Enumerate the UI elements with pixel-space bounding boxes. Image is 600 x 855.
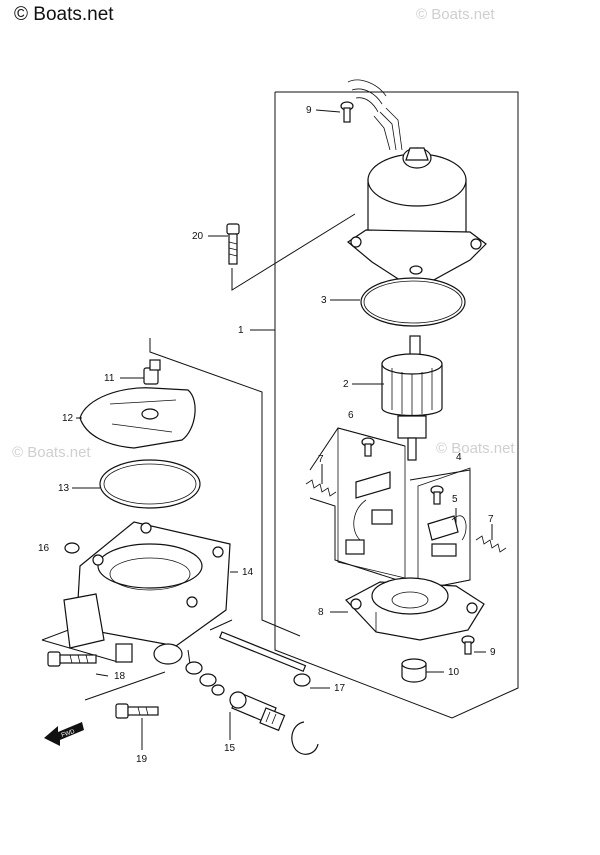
callout-12: 12 <box>62 413 74 424</box>
watermark-faint-top-right: © Boats.net <box>416 6 495 23</box>
part-o-ring-13 <box>99 459 201 509</box>
part-pump-housing-14 <box>63 521 231 665</box>
part-brush-holder-6 <box>337 427 406 579</box>
part-circlip <box>291 721 319 755</box>
callout-4: 4 <box>456 452 462 463</box>
fwd-label: FWD <box>61 729 76 739</box>
callout-18: 18 <box>114 671 126 682</box>
callout-20: 20 <box>192 231 204 242</box>
part-spring-7-right <box>475 535 507 553</box>
part-bolt-20 <box>226 223 240 265</box>
part-screw-9-top <box>340 101 354 123</box>
watermark-faint-mid-left: © Boats.net <box>12 444 91 461</box>
watermark-copyright: © Boats.net <box>14 4 114 25</box>
callout-numbers: 1 2 3 4 5 6 7 7 8 9 9 10 11 12 13 14 15 … <box>38 105 496 765</box>
callout-13: 13 <box>58 483 70 494</box>
callout-5: 5 <box>452 494 458 505</box>
callout-3: 3 <box>321 295 327 306</box>
fwd-arrow-icon: FWD <box>44 722 84 746</box>
part-cover-plate-12 <box>79 387 196 449</box>
part-screw-9-bottom <box>461 635 475 655</box>
callout-19: 19 <box>136 754 148 765</box>
callout-16: 16 <box>38 543 50 554</box>
callout-11: 11 <box>104 373 115 384</box>
part-spring-7-left <box>305 479 337 497</box>
callout-6: 6 <box>348 410 354 421</box>
part-bolt-18 <box>47 651 97 667</box>
callout-17: 17 <box>334 683 346 694</box>
callout-8: 8 <box>318 607 324 618</box>
part-bolt-19 <box>115 703 159 719</box>
part-bushing-10 <box>401 658 427 683</box>
part-armature-2 <box>381 335 443 461</box>
callout-1: 1 <box>238 325 244 336</box>
part-brush-plate-4 <box>417 467 471 591</box>
part-ring-16 <box>64 542 80 554</box>
callout-14: 14 <box>242 567 254 578</box>
callout-10: 10 <box>448 667 460 678</box>
callout-7-right: 7 <box>488 514 494 525</box>
callout-7-left: 7 <box>318 454 324 465</box>
part-o-ring-3 <box>360 277 466 327</box>
callout-9-top: 9 <box>306 105 312 116</box>
part-end-cap-8 <box>345 577 485 641</box>
callout-2: 2 <box>343 379 349 390</box>
part-clip-11 <box>143 359 161 385</box>
watermark-faint-mid-right: © Boats.net <box>436 440 515 457</box>
part-long-bolt-17 <box>218 631 311 687</box>
callout-15: 15 <box>224 743 236 754</box>
part-motor-housing <box>346 79 487 285</box>
part-shaft-15 <box>185 661 286 732</box>
callout-leaders <box>72 109 493 750</box>
callout-9-bottom: 9 <box>490 647 496 658</box>
